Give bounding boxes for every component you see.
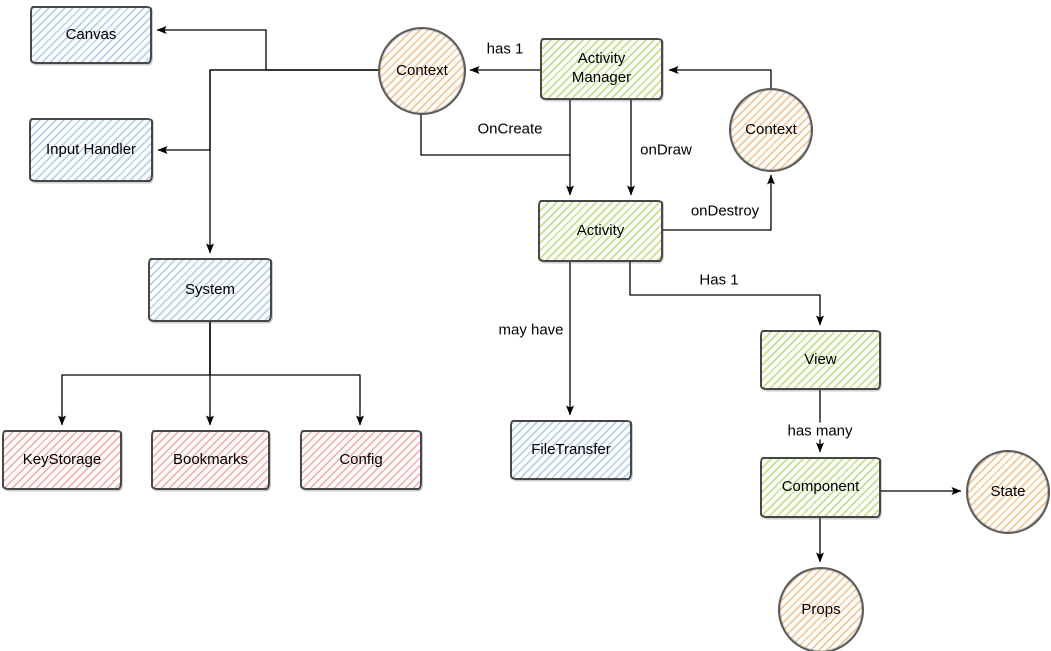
node-activity[interactable]: Activity xyxy=(538,200,663,262)
node-label-input-handler: Input Handler xyxy=(45,140,137,158)
node-label-props: Props xyxy=(801,600,841,618)
edge-context1-to-input-handler xyxy=(157,69,378,154)
node-label-bookmarks: Bookmarks xyxy=(172,450,249,468)
node-label-context-1: Context xyxy=(396,61,448,79)
node-key-storage[interactable]: KeyStorage xyxy=(2,430,122,490)
node-activity-manager[interactable]: Activity Manager xyxy=(540,38,663,100)
edge-activity-ondestroy xyxy=(663,174,775,231)
edge-activity-to-view xyxy=(629,262,824,326)
edge-context2-to-activity-manager xyxy=(668,66,772,91)
edge-label-activity-manager-ondraw: onDraw xyxy=(637,141,695,159)
node-state[interactable]: State xyxy=(966,450,1050,534)
node-bookmarks[interactable]: Bookmarks xyxy=(151,430,270,490)
node-canvas[interactable]: Canvas xyxy=(30,6,152,64)
edge-system-to-config xyxy=(209,322,364,426)
node-file-transfer[interactable]: FileTransfer xyxy=(510,420,632,480)
node-component[interactable]: Component xyxy=(760,457,881,518)
node-context-1[interactable]: Context xyxy=(378,27,466,115)
node-context-2[interactable]: Context xyxy=(729,88,813,172)
edge-label-view-to-component: has many xyxy=(784,422,856,440)
edge-label-activity-to-file-transfer: may have xyxy=(495,321,567,339)
node-label-key-storage: KeyStorage xyxy=(22,450,102,468)
node-label-state: State xyxy=(990,482,1026,500)
node-config[interactable]: Config xyxy=(300,430,422,490)
node-label-view: View xyxy=(804,350,837,368)
node-label-canvas: Canvas xyxy=(65,25,117,43)
edge-label-context1-oncreate: OnCreate xyxy=(474,120,546,138)
edge-system-to-key-storage xyxy=(58,322,211,426)
edge-label-activity-ondestroy: onDestroy xyxy=(687,202,763,220)
node-system[interactable]: System xyxy=(148,258,272,322)
node-input-handler[interactable]: Input Handler xyxy=(29,118,153,182)
edge-context1-oncreate xyxy=(420,113,570,156)
node-label-activity-manager: Activity Manager xyxy=(571,50,632,86)
node-props[interactable]: Props xyxy=(778,567,864,651)
node-label-context-2: Context xyxy=(745,120,797,138)
node-view[interactable]: View xyxy=(760,330,881,390)
edge-label-activity-to-view: Has 1 xyxy=(696,271,742,289)
node-label-file-transfer: FileTransfer xyxy=(531,440,611,458)
edge-label-activity-manager-to-context1: has 1 xyxy=(483,40,527,58)
node-label-component: Component xyxy=(781,478,860,496)
edge-context1-to-canvas xyxy=(156,26,378,71)
node-label-config: Config xyxy=(339,450,383,468)
node-label-activity: Activity xyxy=(576,221,625,239)
node-label-system: System xyxy=(184,280,235,298)
edge-context1-to-system xyxy=(206,69,378,254)
